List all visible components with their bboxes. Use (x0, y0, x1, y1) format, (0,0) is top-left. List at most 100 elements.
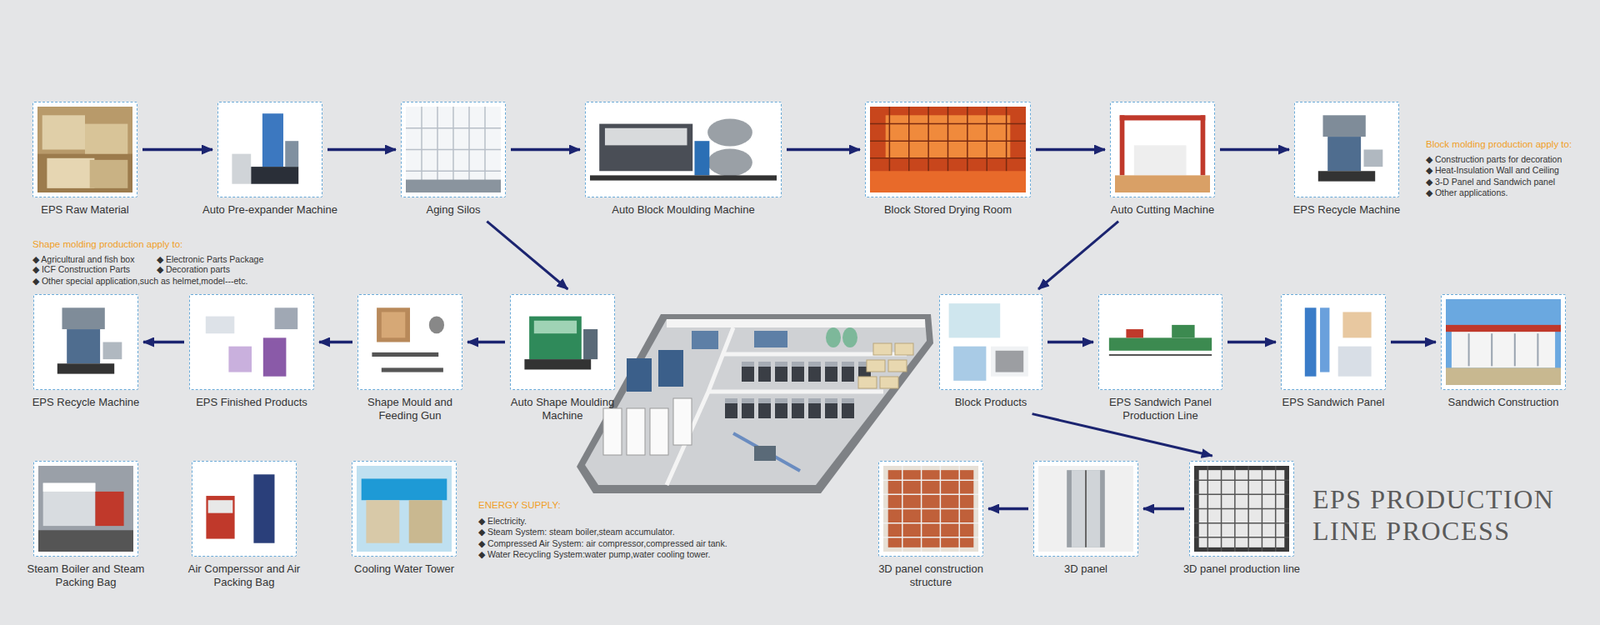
photo-frame (33, 460, 139, 557)
factory-machine (754, 330, 788, 348)
photo-part (870, 106, 1026, 193)
photo-part (405, 180, 501, 193)
factory-tank (825, 327, 841, 348)
photo-frame (191, 460, 297, 557)
machine-symbol (808, 398, 821, 419)
diagram-title: EPS PRODUCTION LINE PROCESS (1312, 483, 1588, 548)
factory-tank (842, 327, 858, 348)
photo-part (1451, 329, 1555, 368)
machine-symbol (791, 361, 805, 382)
machine-photo (37, 106, 133, 193)
process-step: Auto Block Moulding Machine (585, 101, 782, 198)
photo-part (1103, 299, 1218, 385)
step-caption: EPS Raw Material (0, 203, 185, 217)
photo-part (1115, 106, 1210, 193)
note-heading: ENERGY SUPPLY: (478, 500, 561, 512)
photo-frame (357, 294, 463, 390)
photo-part (583, 329, 598, 360)
photo-part (361, 478, 448, 500)
photo-part (362, 299, 458, 385)
photo-part (376, 307, 410, 342)
photo-part (694, 140, 710, 175)
flow-arrow (988, 507, 1029, 511)
photo-part (707, 118, 753, 146)
flow-arrow (1143, 507, 1185, 511)
photo-frame (1033, 460, 1139, 557)
photo-part (43, 483, 96, 492)
step-caption: EPS Sandwich Panel Production Line (1094, 395, 1228, 422)
step-caption: Auto Pre-expander Machine (170, 203, 370, 217)
machine-photo (590, 106, 777, 193)
photo-part (949, 303, 1001, 338)
photo-frame (1280, 294, 1386, 390)
photo-part (883, 536, 979, 539)
note-heading: Shape molding production apply to: (32, 239, 183, 251)
photo-part (1323, 115, 1366, 137)
machine-symbol (841, 361, 855, 382)
photo-part (1038, 465, 1134, 552)
photo-part (365, 500, 400, 544)
photo-part (405, 170, 501, 173)
photo-part (1171, 325, 1195, 338)
photo-part (405, 149, 501, 151)
photo-part (1364, 150, 1384, 168)
machine-photo (870, 106, 1026, 193)
photo-part (1109, 354, 1212, 356)
photo-part (103, 342, 123, 360)
step-caption: EPS Finished Products (151, 395, 352, 410)
photo-part (38, 530, 134, 552)
process-step: Sandwich Construction (1440, 294, 1566, 390)
note-heading: Block molding production apply to: (1425, 139, 1572, 151)
machine-symbol (825, 398, 838, 419)
photo-part (1318, 170, 1375, 181)
note-bullet: ◆ Other special application,such as helm… (32, 275, 248, 287)
flow-arrow (510, 148, 580, 152)
machine-symbol (741, 398, 755, 419)
process-step: Air Comperssor and Air Packing Bag (191, 460, 297, 557)
process-step: Block Stored Drying Room (865, 101, 1031, 198)
photo-part (37, 154, 133, 193)
machine-photo (362, 299, 458, 385)
flow-arrow (1035, 148, 1105, 152)
photo-frame (1440, 294, 1566, 390)
machine-photo (1299, 106, 1395, 193)
photo-part (944, 299, 1038, 385)
photo-part (208, 500, 234, 513)
photo-frame (33, 294, 139, 390)
photo-part (883, 522, 979, 525)
photo-part (46, 158, 95, 189)
flow-arrow (467, 340, 505, 345)
machine-photo (196, 465, 292, 552)
process-step: EPS Recycle Machine (1294, 101, 1400, 198)
photo-part (381, 367, 444, 372)
photo-part (1285, 299, 1381, 385)
photo-part (1115, 175, 1210, 193)
note-bullet: ◆ ICF Construction Parts (32, 264, 130, 275)
note-bullet: ◆ Steam System: steam boiler,steam accum… (478, 526, 675, 538)
photo-part (1066, 470, 1105, 548)
photo-frame (1294, 101, 1400, 198)
machine-photo (944, 299, 1038, 385)
photo-part (1194, 536, 1290, 539)
photo-frame (510, 294, 615, 390)
factory-machine (658, 350, 684, 387)
photo-part (1445, 367, 1561, 385)
step-caption: Auto Shape Moulding Machine (495, 395, 630, 422)
photo-part (37, 106, 133, 193)
machine-photo (1103, 299, 1218, 385)
photo-part (953, 346, 986, 381)
machine-symbol (825, 361, 838, 382)
factory-silo (673, 398, 692, 445)
photo-part (883, 479, 979, 481)
step-caption: Block Products (890, 395, 1091, 410)
flow-arrow (1220, 148, 1290, 152)
photo-part (57, 363, 115, 374)
photo-part (228, 346, 252, 373)
machine-symbol (775, 361, 788, 382)
photo-frame (1110, 101, 1215, 198)
photo-part (529, 316, 582, 360)
machine-symbol (808, 361, 821, 382)
photo-part (1536, 333, 1539, 366)
flow-arrow (142, 148, 213, 152)
photo-part (38, 299, 134, 385)
